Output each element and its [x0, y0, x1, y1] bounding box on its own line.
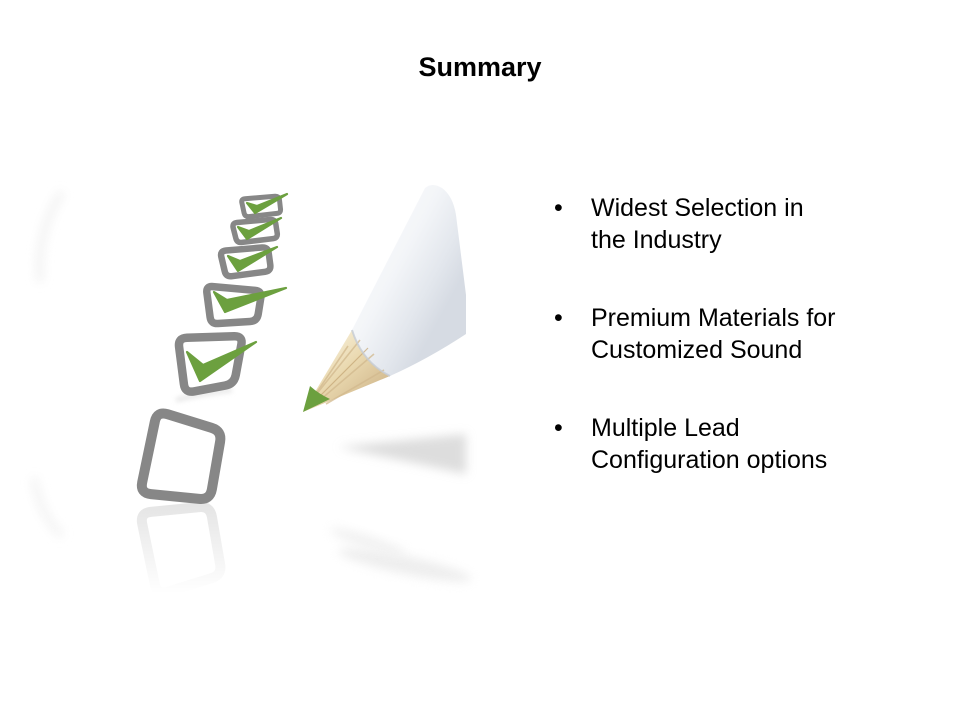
- bullet-item: • Multiple Lead Configuration options: [545, 413, 890, 476]
- checkmark-icon: [245, 192, 289, 215]
- checklist-pencil-image: [0, 170, 480, 630]
- page-edge-shadow: [30, 190, 65, 539]
- bullet-marker: •: [554, 414, 563, 442]
- bullet-text: Multiple Lead Configuration options: [591, 413, 890, 476]
- bullet-line: Configuration options: [591, 445, 828, 474]
- pencil-body: [352, 185, 466, 376]
- bullet-line: Customized Sound: [591, 335, 803, 364]
- checkmark-icon: [185, 340, 258, 383]
- bullet-line: Multiple Lead: [591, 414, 740, 442]
- bullet-item: • Widest Selection in the Industry: [545, 193, 890, 256]
- bullet-list: • Widest Selection in the Industry • Pre…: [545, 193, 890, 523]
- page-title: Summary: [418, 52, 542, 82]
- checkbox-list: [136, 192, 289, 504]
- bullet-item: • Premium Materials for Customized Sound: [545, 303, 890, 366]
- bullet-line: Widest Selection in: [591, 194, 804, 222]
- checkmark-icon: [226, 245, 279, 273]
- reflection-fade: [112, 500, 254, 630]
- bullet-marker: •: [554, 194, 563, 222]
- bullet-line: Premium Materials for: [591, 304, 836, 332]
- bullet-marker: •: [554, 304, 563, 332]
- pencil-paint-edge: [351, 329, 391, 377]
- pencil-tip: [303, 386, 330, 412]
- bullet-line: the Industry: [591, 225, 722, 254]
- checkmark-icon: [236, 216, 283, 241]
- bullet-text: Widest Selection in the Industry: [591, 193, 890, 256]
- checklist-illustration: [30, 185, 472, 630]
- checkmark-icon: [212, 286, 288, 314]
- pencil-icon: [303, 185, 466, 412]
- pencil-shadow: [329, 434, 472, 582]
- checkbox-empty-graphic: [136, 408, 226, 504]
- bullet-text: Premium Materials for Customized Sound: [591, 303, 890, 366]
